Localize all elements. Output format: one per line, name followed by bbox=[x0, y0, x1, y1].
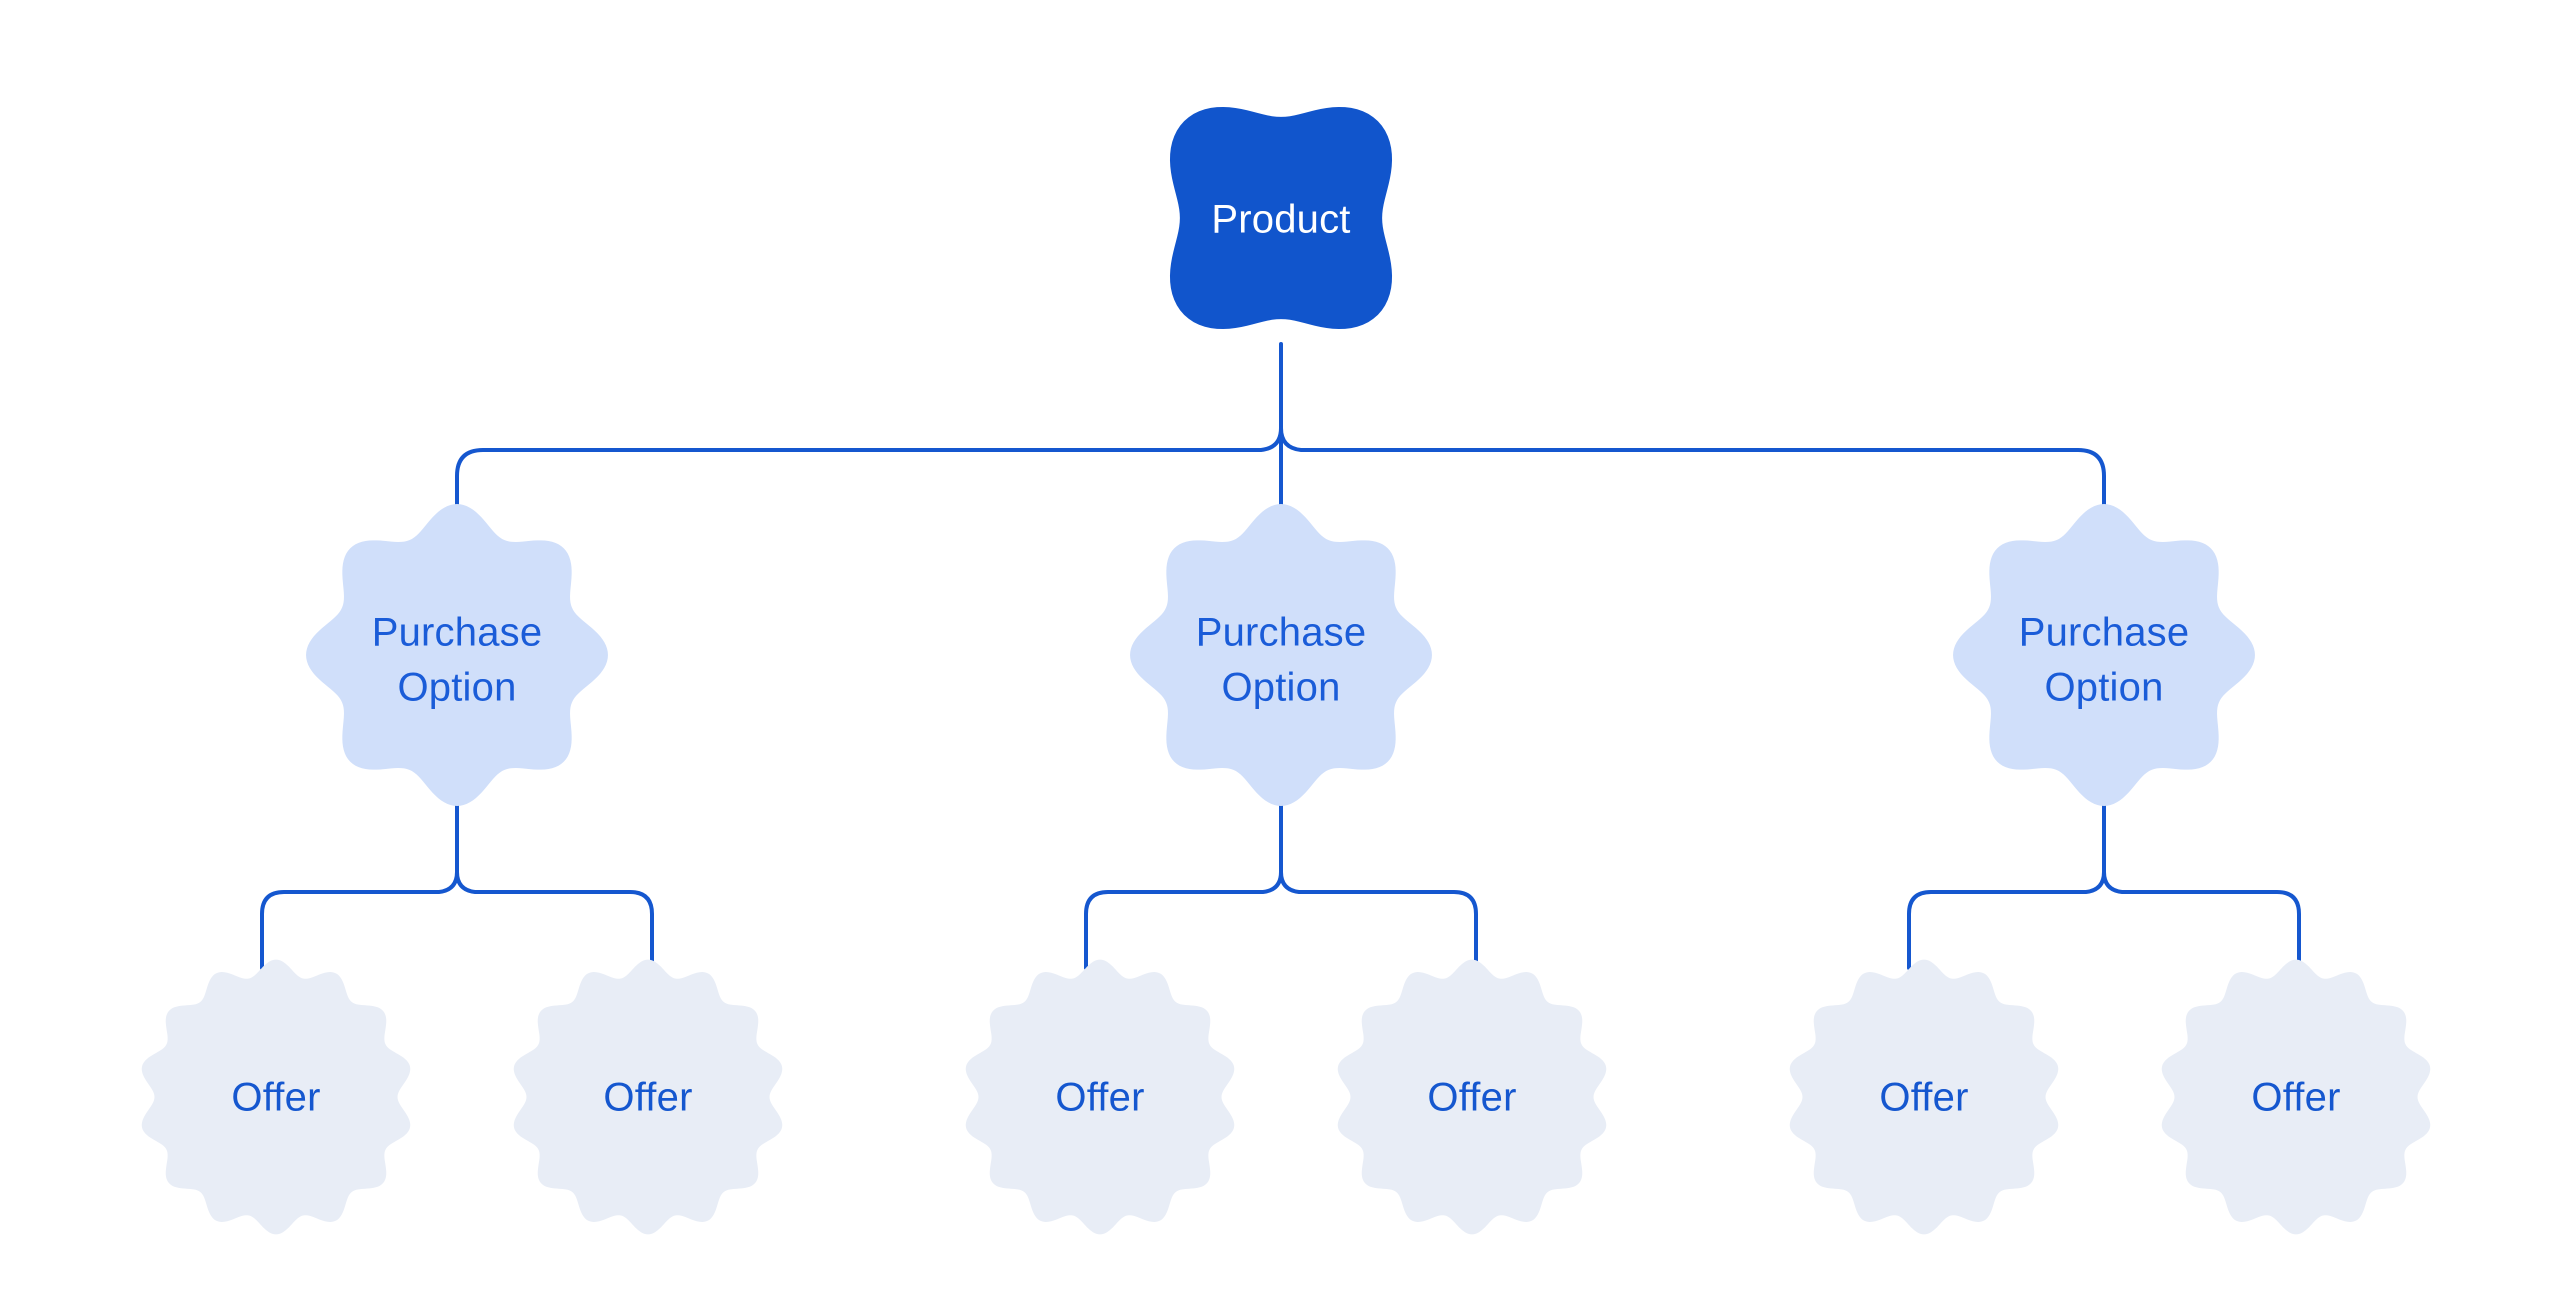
offer-2-label: Offer bbox=[603, 1076, 692, 1120]
edge-option3-to-offer6 bbox=[2102, 870, 2301, 970]
edge-option1-to-offer2 bbox=[455, 870, 654, 970]
node-offer-3[interactable]: Offer bbox=[965, 959, 1235, 1235]
offer-4-label: Offer bbox=[1427, 1076, 1516, 1120]
purchase-option-3-blob-shape bbox=[1953, 504, 2255, 806]
node-purchase-option-2[interactable]: Purchase Option bbox=[1130, 504, 1432, 806]
edge-option3-to-offer5 bbox=[1907, 870, 2106, 970]
offer-2-blob-shape bbox=[513, 959, 783, 1235]
node-offer-6[interactable]: Offer bbox=[2161, 959, 2431, 1235]
offer-3-label: Offer bbox=[1055, 1076, 1144, 1120]
node-offer-4[interactable]: Offer bbox=[1337, 959, 1607, 1235]
edge-product-bus-right bbox=[1279, 426, 2106, 527]
edge-option2-to-offer3 bbox=[1084, 870, 1283, 970]
purchase-option-2-blob-shape bbox=[1130, 504, 1432, 806]
edge-option2-to-offer4 bbox=[1279, 870, 1478, 970]
offer-1-label: Offer bbox=[231, 1076, 320, 1120]
product-label: Product bbox=[1211, 198, 1350, 242]
edge-option1-to-offer1 bbox=[260, 870, 459, 970]
offer-6-blob-shape bbox=[2161, 959, 2431, 1235]
purchase-option-1-label-line1: Purchase bbox=[372, 611, 543, 655]
offer-5-label: Offer bbox=[1879, 1076, 1968, 1120]
edge-product-bus-left bbox=[455, 426, 1283, 527]
purchase-option-3-label-line2: Option bbox=[2044, 666, 2163, 710]
purchase-option-1-label-line2: Option bbox=[397, 666, 516, 710]
node-offer-2[interactable]: Offer bbox=[513, 959, 783, 1235]
offer-6-label: Offer bbox=[2251, 1076, 2340, 1120]
node-product[interactable]: Product bbox=[1169, 106, 1393, 330]
node-layer: Product Purchase Option Purchase Option … bbox=[141, 106, 2431, 1235]
purchase-option-2-label-line1: Purchase bbox=[1196, 611, 1367, 655]
purchase-option-3-label-line1: Purchase bbox=[2019, 611, 2190, 655]
offer-1-blob-shape bbox=[141, 959, 411, 1235]
offer-4-blob-shape bbox=[1337, 959, 1607, 1235]
node-offer-1[interactable]: Offer bbox=[141, 959, 411, 1235]
product-blob-shape bbox=[1169, 106, 1393, 330]
node-offer-5[interactable]: Offer bbox=[1789, 959, 2059, 1235]
purchase-option-1-blob-shape bbox=[306, 504, 608, 806]
node-purchase-option-1[interactable]: Purchase Option bbox=[306, 504, 608, 806]
node-purchase-option-3[interactable]: Purchase Option bbox=[1953, 504, 2255, 806]
offer-5-blob-shape bbox=[1789, 959, 2059, 1235]
purchase-option-2-label-line2: Option bbox=[1221, 666, 1340, 710]
offer-3-blob-shape bbox=[965, 959, 1235, 1235]
